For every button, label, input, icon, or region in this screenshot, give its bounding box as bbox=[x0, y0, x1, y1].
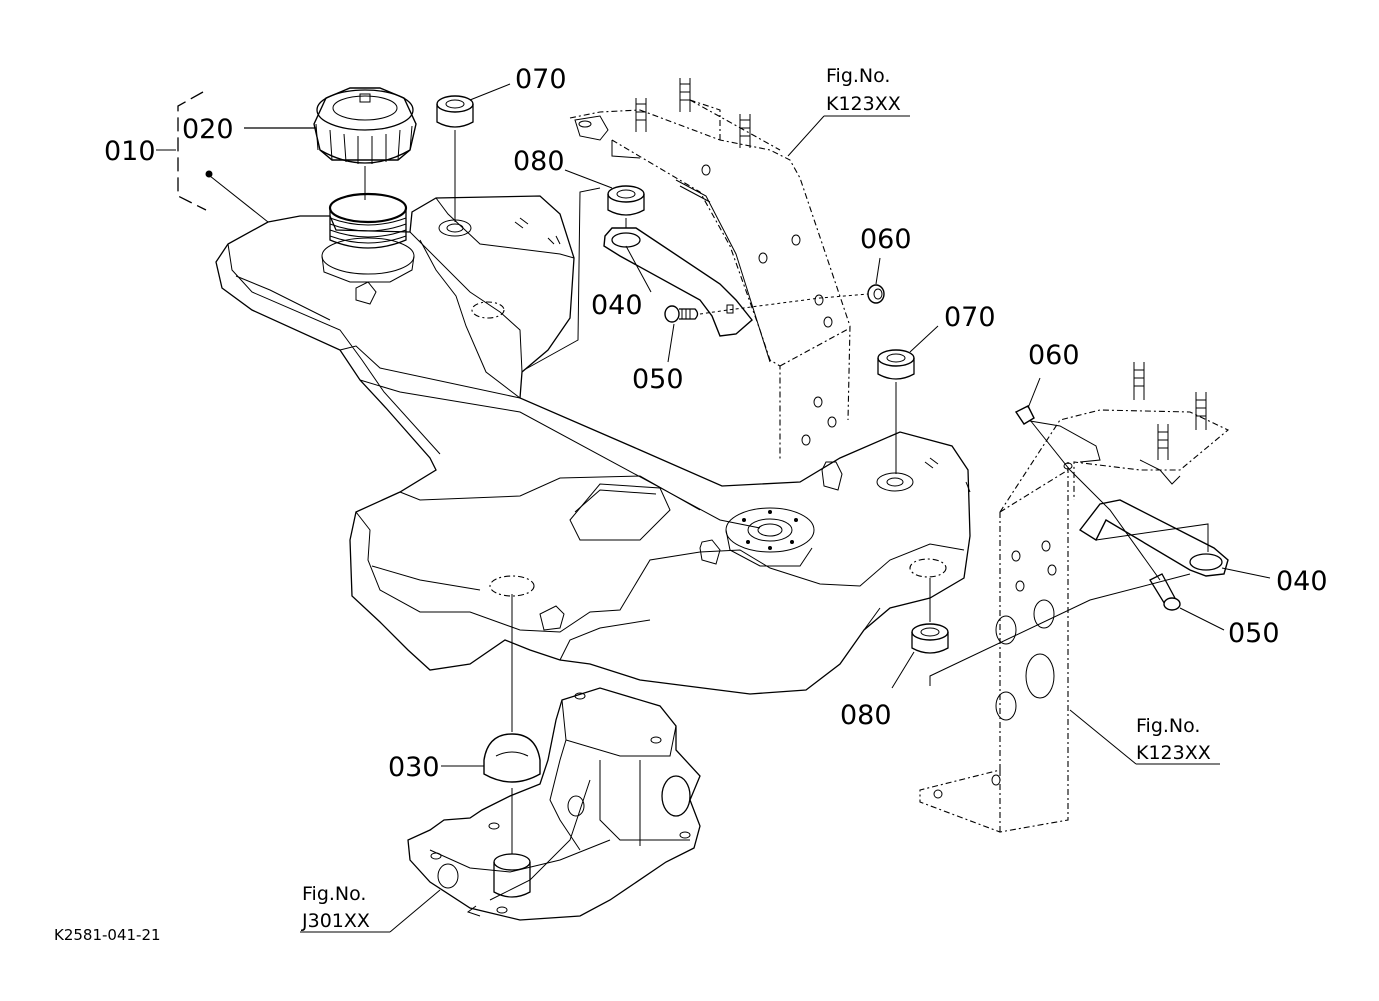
transmission-case bbox=[407, 687, 701, 921]
callout-020[interactable]: 020 bbox=[182, 114, 234, 145]
fig-ref-right[interactable]: Fig.No. K123XX bbox=[1136, 715, 1211, 764]
callout-030[interactable]: 030 bbox=[388, 752, 440, 783]
callout-080-top[interactable]: 080 bbox=[513, 146, 565, 177]
callout-070-mid[interactable]: 070 bbox=[944, 302, 996, 333]
nut-060b bbox=[1014, 405, 1035, 425]
fig-ref-bottom[interactable]: Fig.No. J301XX bbox=[301, 883, 370, 932]
callout-040-right[interactable]: 040 bbox=[1276, 566, 1328, 597]
frame-bracket-right bbox=[919, 362, 1230, 833]
tank-stay-040b bbox=[1078, 499, 1229, 577]
drawing-code: K2581-041-21 bbox=[54, 926, 161, 944]
fig-ref-top-line2: K123XX bbox=[826, 93, 901, 115]
bolt-050b bbox=[1149, 573, 1181, 611]
frame-bracket-left bbox=[569, 78, 851, 460]
rubber-bush-070b bbox=[877, 349, 915, 380]
bolt-050a bbox=[664, 305, 699, 323]
fig-ref-top[interactable]: Fig.No. K123XX bbox=[826, 65, 901, 115]
fuel-tank bbox=[215, 195, 971, 695]
callout-080-bottom[interactable]: 080 bbox=[840, 700, 892, 731]
callout-040-left[interactable]: 040 bbox=[591, 290, 643, 321]
fig-ref-bottom-line1: Fig.No. bbox=[302, 883, 366, 905]
leader-lines bbox=[156, 83, 1271, 933]
callout-050-left[interactable]: 050 bbox=[632, 364, 684, 395]
rubber-bush-070a bbox=[436, 95, 474, 128]
rubber-bush-080b bbox=[911, 623, 949, 654]
callout-060-right[interactable]: 060 bbox=[1028, 340, 1080, 371]
callout-050-right[interactable]: 050 bbox=[1228, 618, 1280, 649]
fig-ref-right-line1: Fig.No. bbox=[1136, 715, 1200, 737]
fig-ref-bottom-line2: J301XX bbox=[301, 910, 370, 932]
fuel-strainer bbox=[328, 192, 408, 249]
rubber-cap-030 bbox=[483, 733, 541, 783]
fuel-cap bbox=[313, 87, 417, 164]
callout-010[interactable]: 010 bbox=[104, 136, 156, 167]
fig-ref-top-line1: Fig.No. bbox=[826, 65, 890, 87]
callout-070-top[interactable]: 070 bbox=[515, 64, 567, 95]
callout-060-top[interactable]: 060 bbox=[860, 224, 912, 255]
fig-ref-right-line2: K123XX bbox=[1136, 742, 1211, 764]
nut-060a bbox=[867, 284, 885, 304]
rubber-bush-080a bbox=[607, 185, 645, 216]
